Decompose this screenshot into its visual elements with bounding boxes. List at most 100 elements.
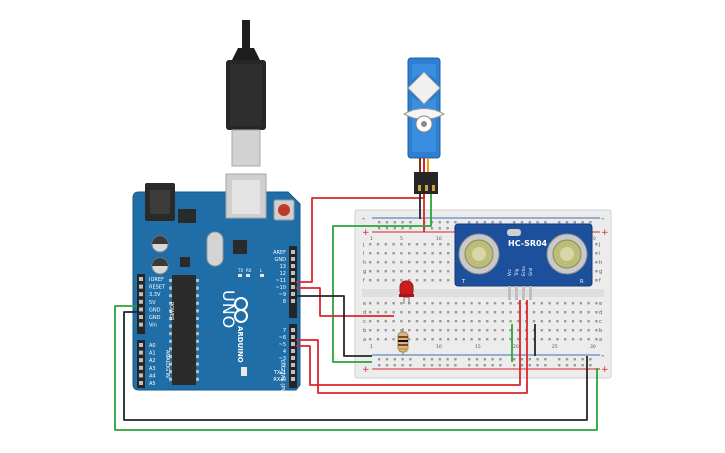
rail-hole[interactable] (430, 221, 434, 224)
breadboard-hole[interactable] (408, 279, 411, 282)
chip-pin[interactable] (196, 339, 199, 343)
rail-hole[interactable] (423, 358, 426, 361)
breadboard-hole[interactable] (447, 329, 450, 332)
power-pin-hole[interactable] (139, 292, 143, 297)
wire-red[interactable] (296, 287, 394, 317)
rail-hole[interactable] (475, 364, 479, 367)
breadboard-hole[interactable] (431, 302, 434, 305)
breadboard-hole[interactable] (595, 338, 598, 341)
analog-pin-hole[interactable] (139, 381, 143, 385)
breadboard-hole[interactable] (376, 270, 380, 273)
breadboard-hole[interactable] (384, 279, 387, 282)
rail-hole[interactable] (423, 364, 426, 367)
rail-hole[interactable] (438, 358, 441, 361)
chip-pin[interactable] (169, 377, 172, 381)
sensor-pin-echo[interactable] (522, 286, 525, 300)
breadboard-hole[interactable] (595, 320, 598, 323)
breadboard-hole[interactable] (470, 338, 473, 341)
rail-hole[interactable] (446, 364, 449, 367)
rail-hole[interactable] (528, 221, 531, 224)
breadboard-hole[interactable] (384, 252, 387, 255)
chip-pin[interactable] (169, 332, 172, 336)
rail-hole[interactable] (581, 364, 584, 367)
sensor-pin-gnd[interactable] (529, 286, 532, 300)
chip-pin[interactable] (169, 301, 172, 305)
breadboard-hole[interactable] (564, 311, 567, 314)
rail-hole[interactable] (468, 364, 471, 367)
rail-hole[interactable] (385, 358, 389, 361)
breadboard-hole[interactable] (439, 311, 442, 314)
breadboard-hole[interactable] (369, 302, 372, 305)
breadboard-hole[interactable] (384, 270, 387, 273)
rail-hole[interactable] (468, 221, 471, 224)
wire-black[interactable] (123, 311, 588, 421)
breadboard-hole[interactable] (447, 302, 450, 305)
breadboard-hole[interactable] (384, 243, 387, 246)
breadboard-hole[interactable] (423, 311, 426, 314)
breadboard-hole[interactable] (400, 261, 403, 264)
usb-cable[interactable] (226, 20, 266, 167)
analog-pin-hole[interactable] (139, 343, 143, 347)
breadboard-hole[interactable] (454, 329, 458, 332)
rail-hole[interactable] (544, 221, 547, 224)
breadboard-hole[interactable] (431, 270, 434, 273)
resistor[interactable] (397, 328, 409, 355)
chip-pin[interactable] (169, 279, 172, 282)
breadboard-hole[interactable] (439, 338, 442, 341)
breadboard-hole[interactable] (423, 302, 426, 305)
breadboard-hole[interactable] (423, 270, 426, 273)
rail-hole[interactable] (409, 364, 412, 367)
breadboard-hole[interactable] (493, 311, 497, 314)
rail-hole[interactable] (378, 358, 381, 361)
rail-hole[interactable] (589, 364, 592, 367)
breadboard-hole[interactable] (439, 252, 442, 255)
breadboard-hole[interactable] (486, 311, 489, 314)
breadboard-hole[interactable] (501, 329, 504, 332)
analog-pin-hole[interactable] (139, 358, 143, 363)
breadboard-hole[interactable] (579, 320, 582, 323)
breadboard-hole[interactable] (509, 311, 512, 314)
breadboard-hole[interactable] (587, 320, 590, 323)
breadboard-hole[interactable] (392, 302, 395, 305)
breadboard-hole[interactable] (408, 329, 411, 332)
rail-hole[interactable] (499, 358, 502, 361)
rail-hole[interactable] (491, 364, 494, 367)
power-pin-hole[interactable] (139, 284, 143, 289)
breadboard-hole[interactable] (595, 311, 598, 314)
breadboard-hole[interactable] (540, 320, 543, 323)
breadboard-hole[interactable] (454, 338, 458, 341)
rail-hole[interactable] (491, 221, 494, 224)
breadboard-hole[interactable] (408, 261, 411, 264)
breadboard-hole[interactable] (501, 338, 504, 341)
rail-hole[interactable] (513, 358, 516, 361)
breadboard-hole[interactable] (540, 311, 543, 314)
digital-pin-hole[interactable] (291, 264, 295, 268)
chip-pin[interactable] (196, 332, 199, 336)
breadboard-hole[interactable] (478, 329, 481, 332)
breadboard-hole[interactable] (571, 329, 575, 332)
breadboard-hole[interactable] (447, 338, 450, 341)
rail-hole[interactable] (409, 358, 412, 361)
breadboard-hole[interactable] (431, 329, 434, 332)
rail-hole[interactable] (520, 364, 524, 367)
rail-hole[interactable] (454, 221, 457, 224)
breadboard-hole[interactable] (501, 320, 504, 323)
rail-hole[interactable] (565, 364, 569, 367)
breadboard-hole[interactable] (556, 338, 559, 341)
rail-hole[interactable] (438, 364, 441, 367)
wire-red[interactable] (296, 300, 528, 394)
wire-black[interactable] (296, 295, 372, 357)
chip-pin[interactable] (169, 362, 172, 366)
breadboard-hole[interactable] (486, 302, 489, 305)
breadboard-hole[interactable] (431, 252, 434, 255)
rail-hole[interactable] (454, 358, 457, 361)
rail-hole[interactable] (401, 221, 404, 224)
reset-button-cap[interactable] (278, 204, 290, 216)
breadboard-hole[interactable] (571, 311, 575, 314)
rail-hole[interactable] (520, 221, 524, 224)
digital-pin-hole[interactable] (291, 292, 295, 296)
chip-pin[interactable] (196, 309, 199, 313)
chip-pin[interactable] (196, 370, 199, 374)
breadboard-hole[interactable] (408, 338, 411, 341)
breadboard-hole[interactable] (595, 270, 598, 273)
